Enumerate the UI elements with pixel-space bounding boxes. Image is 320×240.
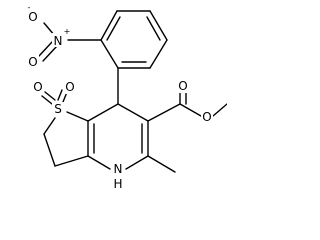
bond-s-o-left-b [44,91,56,101]
bond-s-o-left-a [41,95,53,105]
bond-aryl-4-inner [146,16,161,41]
atom-amine-n: N [114,162,123,176]
atom-nitro-plus-charge: + [64,27,71,36]
bond-c7a-s [66,111,89,122]
bond-c-o-ether [179,103,202,117]
bond-c5-methyl [147,155,176,173]
atom-nitro-n: N [54,34,63,48]
bond-nitro-o-double-a [42,45,58,62]
bond-aryl-5 [149,39,168,69]
molecule-diagram: O - N + O O O S O O N H [27,3,227,191]
bonds [38,10,227,173]
bond-aryl-2 [100,10,118,41]
bond-aryl-1 [100,39,119,69]
bond-n4-c3a [87,155,111,170]
bond-c7-c7a [87,103,119,122]
bond-c5-n4 [125,155,149,170]
bond-nitro-o-double-b [38,41,53,57]
bond-aryl-4 [149,10,168,41]
bond-c6-carbonyl-c [147,103,181,122]
bond-s-o-right-b [57,89,63,101]
atom-ester-o-ether: O [202,110,211,124]
bond-c2-c3 [43,133,56,167]
bond-aryl-2-inner [106,16,121,41]
atom-sulfone-o-left: O [33,80,42,94]
atom-labels: O - N + O O O S O O N H [27,3,213,191]
bond-c3-c3a [54,155,89,167]
atom-sulfur: S [54,102,62,116]
atom-amine-h: H [113,177,122,191]
bond-o-methyl [212,103,227,117]
atom-sulfone-o-right: O [65,80,74,94]
atom-ester-o-carbonyl: O [178,79,187,93]
atom-nitro-o-minus: O [28,10,37,24]
bond-s-c2 [43,117,56,135]
atom-nitro-minus-charge: - [28,3,31,12]
atom-nitro-o-double: O [28,55,37,69]
bond-c7-c6 [117,103,149,122]
